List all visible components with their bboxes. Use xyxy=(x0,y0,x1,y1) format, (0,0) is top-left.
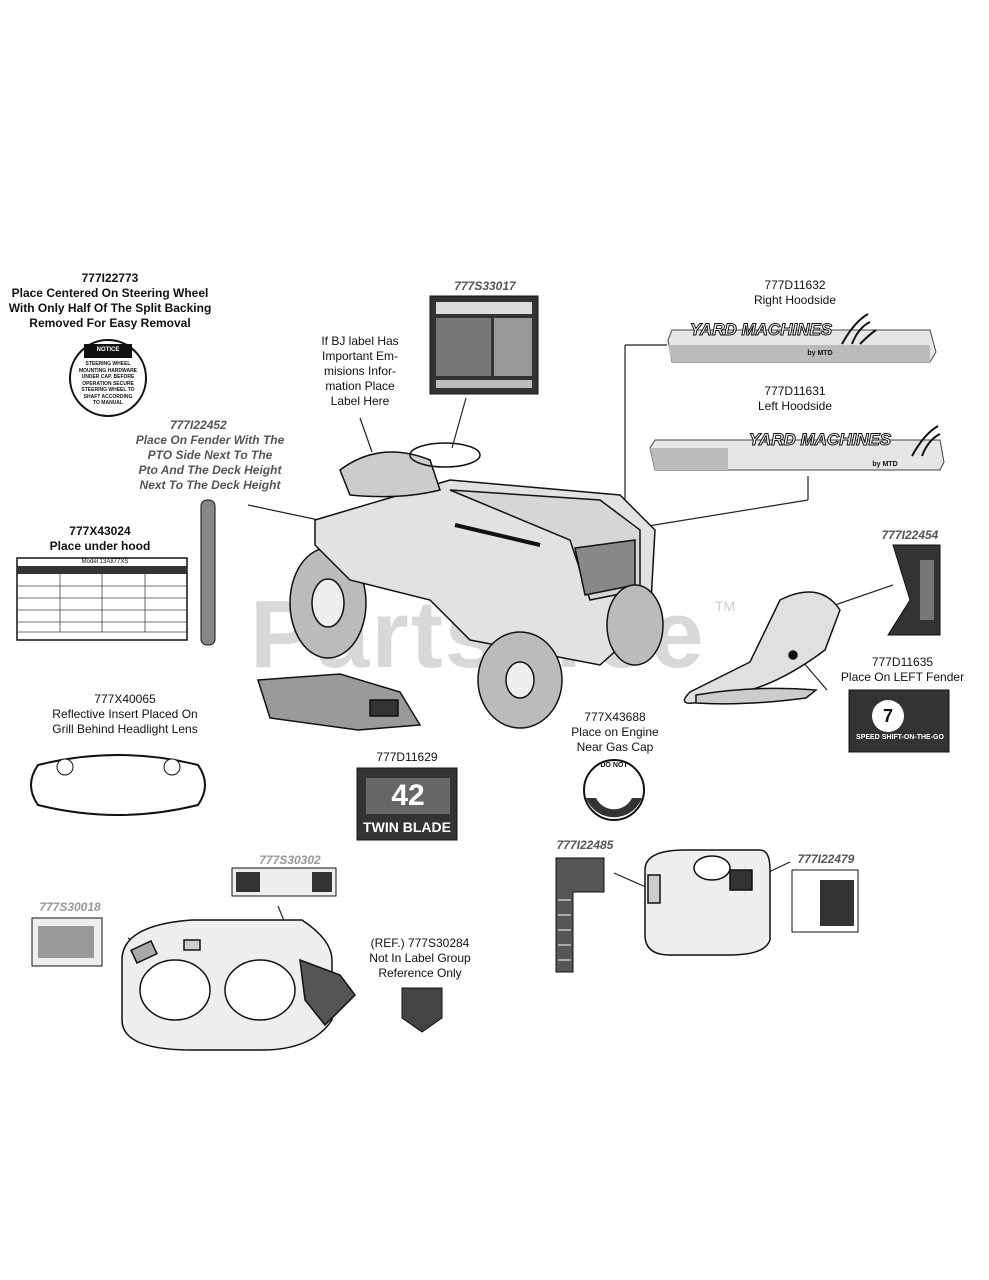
ref-badge xyxy=(401,987,443,1033)
left-fender-illustration xyxy=(683,591,841,705)
emissions-label xyxy=(429,295,539,395)
right-hood-brand: YARD MACHINES xyxy=(689,320,833,339)
left-hood-label: 777D11631 Left Hoodside xyxy=(757,384,833,413)
speed-badge-number: 7 xyxy=(882,706,893,726)
under-hood-label: 777X43024 Place under hood xyxy=(49,524,151,553)
notice-sticker-title: NOTICE xyxy=(96,347,120,353)
do-not-sticker xyxy=(583,759,645,821)
reflective-insert xyxy=(30,754,206,816)
left-hoodside-decal xyxy=(649,425,945,471)
deck-top-part-number: 777S30302 xyxy=(259,853,321,867)
reflective-label: 777X40065 Reflective Insert Placed On Gr… xyxy=(52,692,198,736)
do-not-text: DO NOT xyxy=(600,762,628,769)
tractor-illustration xyxy=(256,442,664,731)
speed-badge xyxy=(848,689,950,753)
tank-left-decal xyxy=(555,857,605,973)
deck-label-left xyxy=(31,917,103,967)
left-hood-brand: YARD MACHINES xyxy=(748,430,892,449)
fender-side-part-number: 777I22454 xyxy=(881,528,939,542)
twin-blade-text: TWIN BLADE xyxy=(363,819,451,835)
deck-label-top xyxy=(231,867,337,897)
speed-badge-text: SPEED SHIFT-ON-THE-GO xyxy=(856,734,944,741)
mower-deck-illustration xyxy=(121,919,356,1051)
engine-label: 777X43688 Place on Engine Near Gas Cap xyxy=(571,710,659,754)
fender-pto-label: 777I22452 Place On Fender With The PTO S… xyxy=(135,418,285,492)
tank-right-decal xyxy=(791,869,859,933)
notice-sticker-text: STEERING WHEEL MOUNTING HARDWARE UNDER C… xyxy=(78,361,138,406)
right-hoodside-decal xyxy=(667,313,937,363)
under-hood-decal-table xyxy=(16,557,188,641)
watermark-tm: TM xyxy=(715,598,736,614)
steering-label: 777I22773 Place Centered On Steering Whe… xyxy=(8,271,212,330)
emissions-part-number: 777S33017 xyxy=(454,279,516,293)
tank-left-part-number: 777I22485 xyxy=(556,838,614,852)
fender-strip-decal xyxy=(200,499,216,646)
right-hood-sub: by MTD xyxy=(807,350,833,357)
deck-left-part-number: 777S30018 xyxy=(39,900,101,914)
right-hood-label: 777D11632 Right Hoodside xyxy=(753,278,837,307)
twin-blade-part-number: 777D11629 xyxy=(376,750,438,764)
decal-table-title: Model 13A877XS xyxy=(81,559,129,565)
emissions-label-text: If BJ label Has Important Em- misions In… xyxy=(321,334,399,408)
fuel-tank-illustration xyxy=(644,849,771,956)
tank-right-part-number: 777I22479 xyxy=(797,852,855,866)
ref-label: (REF.) 777S30284 Not In Label Group Refe… xyxy=(369,936,471,980)
left-hood-sub: by MTD xyxy=(872,461,898,468)
notice-sticker xyxy=(69,339,147,417)
twin-blade-number: 42 xyxy=(391,779,425,812)
twin-blade-decal xyxy=(356,767,458,841)
fender-side-decal xyxy=(887,544,941,636)
left-fender-label: 777D11635 Place On LEFT Fender xyxy=(840,655,965,684)
